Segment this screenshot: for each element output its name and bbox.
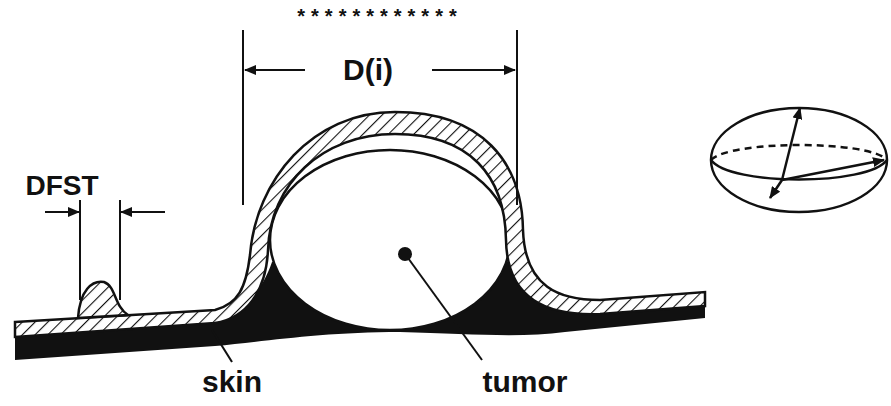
center-dot xyxy=(398,247,412,261)
dim-line xyxy=(79,200,81,300)
dim-line xyxy=(516,30,518,205)
part-label: tumor xyxy=(483,367,568,397)
leader-line xyxy=(408,258,482,360)
asterisk-row: ************ xyxy=(297,6,462,26)
dim-arrow xyxy=(432,69,515,71)
dim-line xyxy=(242,30,244,205)
skin-layer xyxy=(15,112,705,337)
tumor-body xyxy=(270,150,510,330)
ellipsoid-icon xyxy=(711,108,887,212)
dimension-label: D(i) xyxy=(343,55,393,85)
part-label: skin xyxy=(202,367,262,397)
leader-line xyxy=(212,330,232,362)
dimension-label: DFST xyxy=(25,172,98,200)
dim-line xyxy=(119,200,121,300)
dim-arrow xyxy=(45,211,79,213)
dim-arrow xyxy=(245,69,305,71)
dim-arrow xyxy=(121,211,165,213)
